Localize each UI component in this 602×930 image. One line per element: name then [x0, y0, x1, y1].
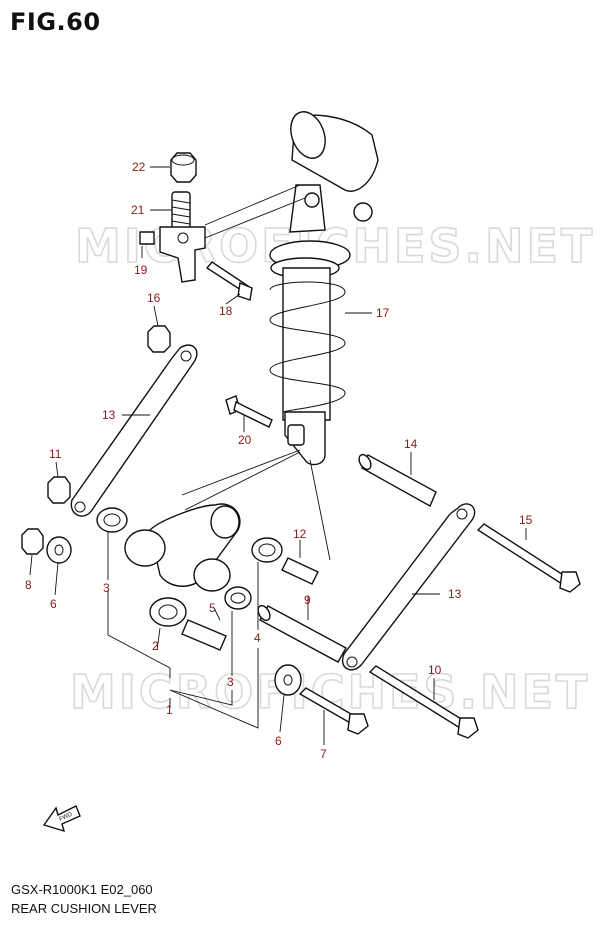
part-18-bolt[interactable] — [205, 261, 253, 301]
part-12-spacer[interactable] — [281, 557, 319, 585]
callout-16: 16 — [147, 291, 161, 305]
part-3-bearing-a[interactable] — [96, 507, 128, 533]
part-9-sleeve[interactable] — [256, 604, 347, 663]
callout-18: 18 — [219, 304, 233, 318]
footer: GSX-R1000K1 E02_060 REAR CUSHION LEVER — [11, 880, 157, 918]
callout-17: 17 — [376, 306, 390, 320]
part-2-bearing[interactable] — [149, 597, 187, 627]
section-title: REAR CUSHION LEVER — [11, 901, 157, 916]
callout-8: 8 — [25, 578, 32, 592]
part-cushion-lever[interactable] — [124, 503, 241, 592]
fwd-label: FWD — [58, 811, 74, 822]
callout-15: 15 — [519, 513, 533, 527]
part-16-nut[interactable] — [147, 325, 171, 353]
part-10-bolt[interactable] — [368, 665, 479, 739]
part-6-washer-a[interactable] — [46, 536, 72, 564]
callout-21: 21 — [131, 203, 145, 217]
part-21-bolt[interactable] — [171, 191, 191, 233]
part-14-sleeve[interactable] — [357, 453, 437, 507]
part-19-bracket[interactable] — [139, 226, 206, 283]
callout-6-left: 6 — [50, 597, 57, 611]
callout-4: 4 — [254, 631, 261, 645]
part-7-bolt[interactable] — [298, 687, 369, 735]
callout-9: 9 — [304, 593, 311, 607]
callout-10: 10 — [428, 663, 442, 677]
part-5-bearing[interactable] — [224, 586, 252, 610]
part-15-bolt[interactable] — [476, 523, 581, 593]
part-22-nut[interactable] — [170, 152, 197, 183]
fwd-arrow-icon: FWD — [42, 805, 81, 833]
callout-22: 22 — [132, 160, 146, 174]
callout-11: 11 — [49, 447, 62, 461]
callout-5: 5 — [209, 601, 216, 615]
callout-3-right: 3 — [227, 675, 234, 689]
part-17-shock-absorber[interactable] — [269, 107, 379, 466]
callout-12: 12 — [293, 527, 307, 541]
callout-3-left: 3 — [103, 581, 110, 595]
part-13-lower-rod[interactable] — [341, 503, 476, 671]
callout-7: 7 — [320, 747, 327, 761]
part-13-upper-rod[interactable] — [70, 344, 198, 517]
callout-19: 19 — [134, 263, 148, 277]
figure-title: FIG.60 — [10, 8, 101, 36]
callout-20: 20 — [238, 433, 252, 447]
part-6-washer-b[interactable] — [274, 664, 302, 696]
model-code: GSX-R1000K1 E02_060 — [11, 882, 153, 897]
part-11-nut[interactable] — [47, 476, 71, 504]
callout-2: 2 — [152, 639, 159, 653]
callout-6-lower: 6 — [275, 734, 282, 748]
leader-lines — [29, 166, 527, 745]
callout-14: 14 — [404, 437, 418, 451]
callout-13-upper: 13 — [102, 408, 116, 422]
part-3-spacer[interactable] — [181, 619, 227, 651]
part-8-nut[interactable] — [21, 528, 44, 555]
part-20-bolt[interactable] — [225, 395, 273, 428]
callout-1: 1 — [166, 703, 173, 717]
callout-13-lower: 13 — [448, 587, 462, 601]
part-12-bearing[interactable] — [251, 537, 283, 563]
